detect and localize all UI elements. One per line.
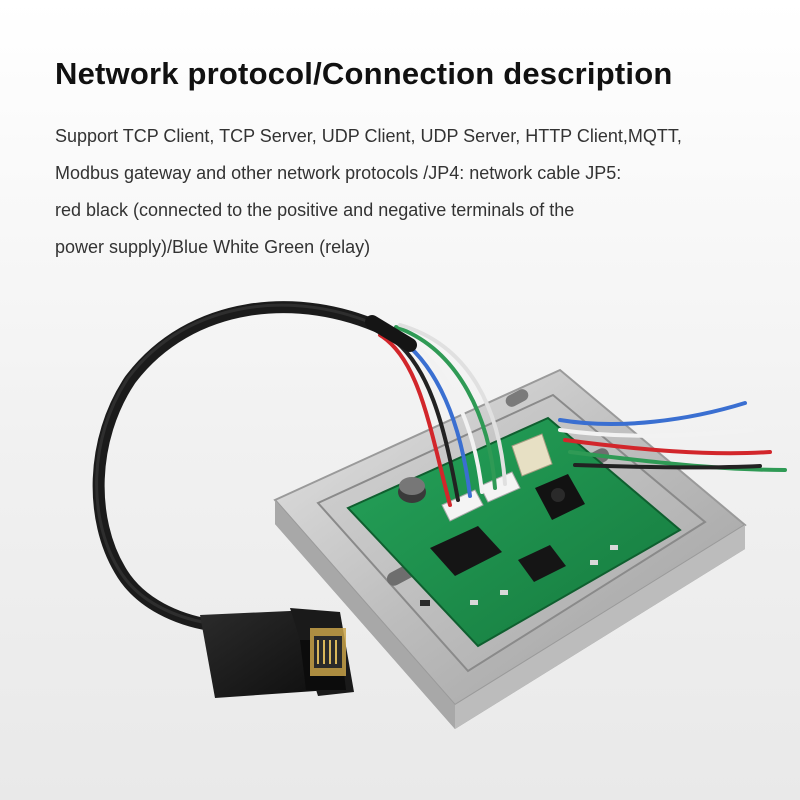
rj45-connector-icon bbox=[200, 608, 354, 698]
description-line: red black (connected to the positive and… bbox=[55, 200, 575, 220]
description: Support TCP Client, TCP Server, UDP Clie… bbox=[55, 118, 775, 266]
network-cable-icon bbox=[92, 301, 417, 631]
page-title: Network protocol/Connection description bbox=[55, 56, 673, 91]
description-line: Support TCP Client, TCP Server, UDP Clie… bbox=[55, 126, 682, 146]
description-line: Modbus gateway and other network protoco… bbox=[55, 163, 622, 183]
description-line: power supply)/Blue White Green (relay) bbox=[55, 237, 371, 257]
circuit-board-icon bbox=[346, 416, 682, 648]
